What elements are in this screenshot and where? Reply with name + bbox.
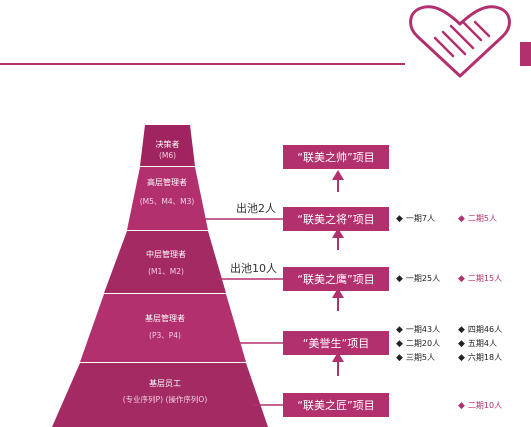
- pyramid-level-1: [140, 125, 195, 166]
- pyramid-label-staff: 基层员工 (专业序列P) (操作序列O): [80, 378, 250, 405]
- level-sub: (M6): [158, 151, 177, 160]
- project-meiyusheng-box: “美誉生”项目: [283, 331, 389, 355]
- project-jiang-box: “联美之将”项目: [283, 207, 389, 231]
- pyramid-level-3: [104, 231, 226, 293]
- level-sub: (专业序列P) (操作序列O): [122, 395, 208, 404]
- pool-label: 出池10人: [230, 262, 277, 275]
- level-sub: (P3、P4): [149, 331, 181, 340]
- pyramid-label-decision: 决策者 (M6): [140, 139, 195, 161]
- project-shuai-box: “联美之帅”项目: [283, 145, 389, 169]
- stat-item: ◆一期43人: [396, 325, 441, 335]
- stat-item: ◆一期7人: [396, 214, 436, 224]
- level-title: 基层员工: [149, 379, 181, 388]
- level-title: 决策者: [155, 140, 180, 149]
- stat-item: ◆二期10人: [458, 401, 503, 411]
- stat-item: ◆六期18人: [458, 353, 503, 363]
- pyramid-level-5: [52, 363, 268, 427]
- pyramid-level-4: [80, 294, 246, 362]
- pool-label: 出池2人: [236, 202, 276, 215]
- stat-item: ◆四期46人: [458, 325, 503, 335]
- project-ying-box: “联美之鹰”项目: [283, 267, 389, 291]
- project-jiang2-box: “联美之匠”项目: [283, 393, 389, 417]
- level-title: 基层管理者: [145, 314, 185, 323]
- level-sub: (M5、M4、M3): [139, 197, 195, 206]
- stat-item: ◆五期4人: [458, 339, 498, 349]
- corner-block: [520, 42, 531, 66]
- stat-item: ◆二期20人: [396, 339, 441, 349]
- handshake-heart-icon: [409, 5, 511, 78]
- level-title: 中层管理者: [146, 250, 186, 259]
- stat-item: ◆二期15人: [458, 274, 503, 284]
- pyramid-level-2: [127, 167, 208, 230]
- header-decoration: [0, 42, 531, 66]
- stat-item: ◆一期25人: [396, 274, 441, 284]
- stat-item: ◆二期5人: [458, 214, 498, 224]
- level-title: 高层管理者: [147, 178, 187, 187]
- level-sub: (M1、M2): [148, 267, 184, 276]
- pyramid-label-middle: 中层管理者 (M1、M2): [110, 249, 222, 277]
- pyramid-label-senior: 高层管理者 (M5、M4、M3): [126, 177, 208, 207]
- stat-item: ◆三期5人: [396, 353, 436, 363]
- pyramid-label-base-manager: 基层管理者 (P3、P4): [100, 313, 230, 341]
